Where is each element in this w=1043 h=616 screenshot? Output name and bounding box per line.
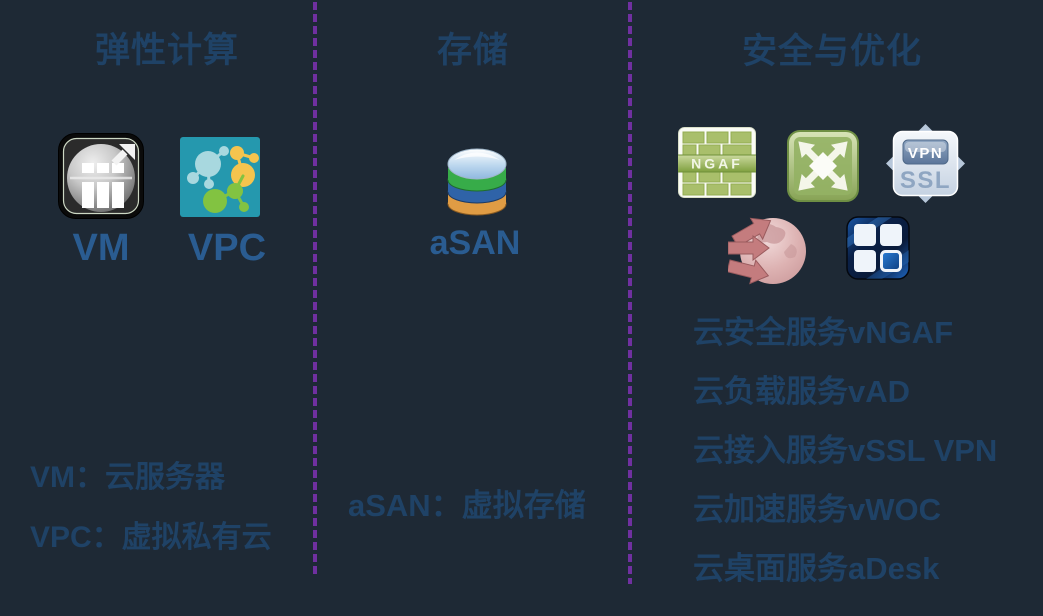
service-item-vssl-vpn: 云接入服务vSSL VPN <box>693 433 998 468</box>
vpc-icon <box>180 137 260 222</box>
security-column-title: 安全与优化 <box>742 32 923 71</box>
asan-label: aSAN <box>429 224 521 262</box>
security-service-list: 云安全服务vNGAF 云负载服务vAD 云接入服务vSSL VPN 云加速服务v… <box>693 303 997 598</box>
vm-icon <box>57 132 145 225</box>
service-item-vngaf: 云安全服务vNGAF <box>693 315 954 350</box>
vpc-label: VPC <box>187 227 267 269</box>
vpc-description: VPC：虚拟私有云 <box>30 521 272 554</box>
adesk-desktop-icon <box>846 216 910 285</box>
asan-description: aSAN：虚拟存储 <box>348 488 586 523</box>
vwoc-globe-icon <box>726 214 806 293</box>
column-divider-2 <box>628 2 632 584</box>
service-item-vwoc: 云加速服务vWOC <box>693 492 941 527</box>
column-divider-1 <box>313 2 317 574</box>
ssl-icon-text: SSL <box>900 167 951 194</box>
vm-label: VM <box>72 227 130 269</box>
storage-column-title: 存储 <box>437 31 510 70</box>
vad-load-balancer-icon <box>787 130 859 207</box>
vm-description: VM：云服务器 <box>30 461 225 494</box>
ngaf-icon-text: NGAF <box>691 156 743 172</box>
service-item-vad: 云负载服务vAD <box>693 374 911 409</box>
vpn-ssl-icon: VPN SSL <box>878 116 973 216</box>
compute-column-title: 弹性计算 <box>95 31 240 70</box>
asan-disk-icon <box>445 138 509 225</box>
vpn-icon-text: VPN <box>908 145 943 162</box>
service-item-adesk: 云桌面服务aDesk <box>693 551 940 586</box>
ngaf-firewall-icon: NGAF <box>675 127 759 203</box>
